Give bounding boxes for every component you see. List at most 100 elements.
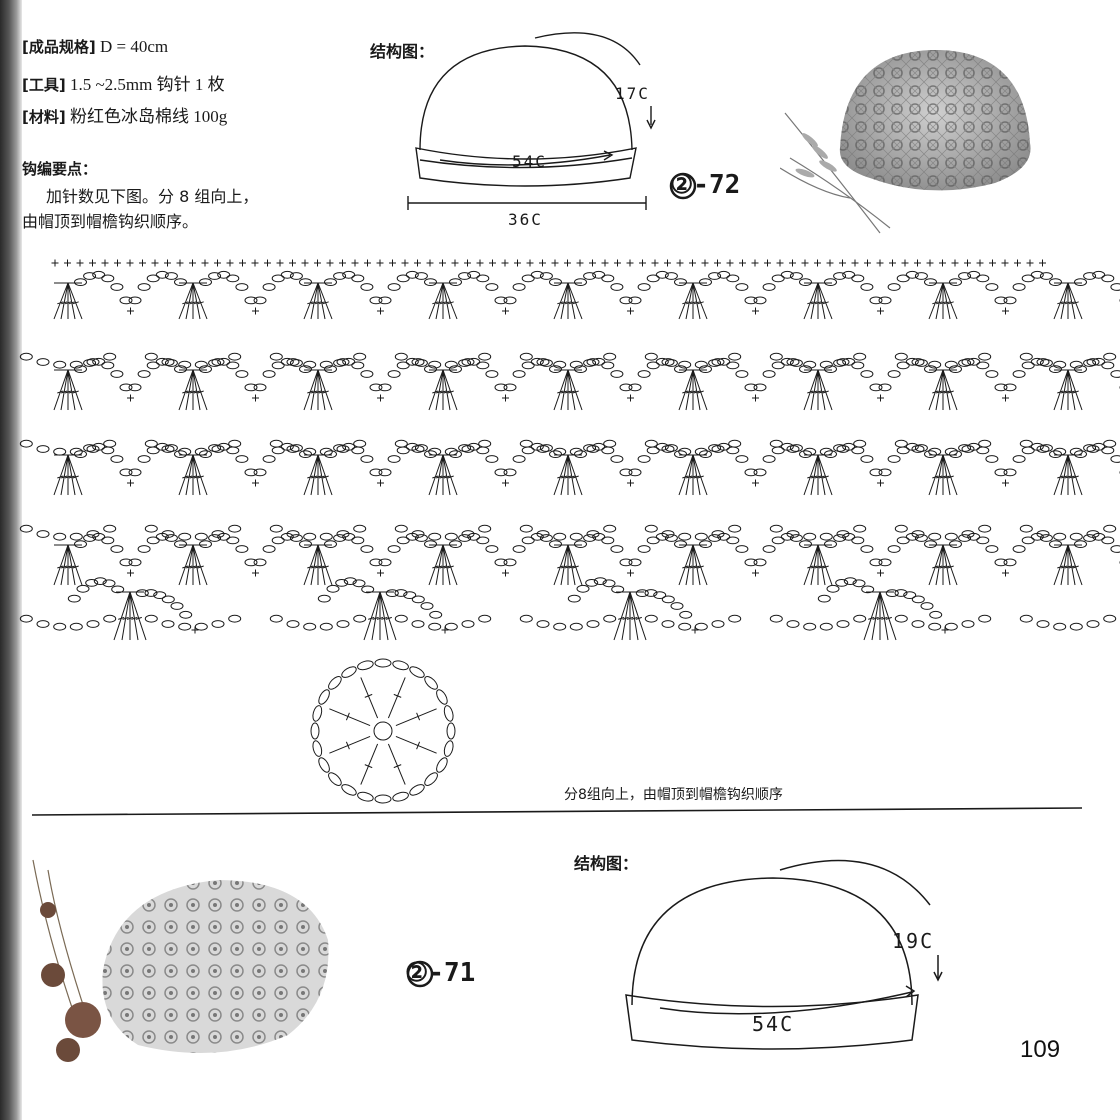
chain-stitch [119, 468, 133, 477]
chain-stitch [360, 283, 374, 291]
single-crochet-mark [51, 259, 59, 267]
treble-stitch [1060, 454, 1069, 496]
chain-stitch [878, 383, 892, 392]
chain-stitch [637, 283, 651, 291]
hat-structure-72 [407, 32, 656, 210]
chain-stitch [799, 450, 812, 459]
treble-stitch [1053, 282, 1069, 320]
chain-stitch [670, 602, 684, 610]
treble-crossbar [568, 565, 576, 569]
chain-stitch [833, 534, 847, 542]
treble-stitch [567, 544, 576, 586]
chain-stitch [860, 455, 874, 463]
treble-crossbar [682, 390, 689, 394]
single-crochet-mark [864, 259, 871, 267]
crown-chain-stitch [328, 676, 342, 690]
hat-dome-72 [419, 45, 633, 151]
chain-stitch [269, 524, 283, 533]
chain-stitch [717, 442, 731, 451]
chain-stitch [726, 361, 740, 370]
chain-stitch [335, 579, 349, 587]
treble-crossbar [868, 616, 875, 620]
chain-stitch [299, 450, 312, 459]
treble-stitch [428, 454, 444, 496]
chain-stitch [530, 357, 544, 366]
chain-stitch [539, 444, 553, 452]
chain-stitch [833, 444, 847, 452]
single-crochet-mark [839, 259, 846, 267]
treble-crossbar [322, 565, 329, 569]
chain-stitch [53, 622, 67, 631]
crown-chain-stitch [341, 666, 357, 678]
chain-stitch [319, 532, 333, 541]
treble-crossbar [193, 565, 201, 569]
chain-stitch [194, 532, 208, 541]
treble-stitch [303, 544, 319, 586]
chain-stitch [199, 540, 212, 548]
chain-stitch [369, 383, 383, 392]
treble-stitch [192, 544, 201, 586]
chain-stitch [228, 524, 242, 533]
chain-stitch [887, 283, 901, 291]
chain-stitch [101, 536, 115, 545]
treble-stitch [121, 591, 131, 641]
chain-stitch [253, 383, 267, 392]
chain-stitch [911, 358, 925, 366]
treble-stitch [685, 544, 694, 586]
treble-crossbar [697, 301, 704, 305]
treble-stitch [442, 282, 458, 320]
chain-stitch [929, 610, 943, 619]
treble-stitch [442, 369, 458, 411]
struct-label-71: 结构图： [574, 854, 639, 873]
chain-stitch [155, 270, 169, 279]
treble-crossbar [197, 390, 204, 394]
chain-stitch [842, 532, 856, 541]
chain-stitch [574, 278, 587, 287]
chain-stitch [333, 359, 347, 367]
chain-stitch [978, 439, 992, 448]
chain-stitch [769, 524, 783, 533]
chain-stitch [144, 524, 158, 533]
chain-stitch [610, 545, 624, 553]
chain-stitch [819, 360, 833, 369]
crown-chain-stitch [392, 791, 409, 802]
treble-crossbar [685, 301, 693, 305]
chain-stitch [914, 444, 928, 452]
treble-crossbar [435, 390, 443, 394]
single-crochet-mark [389, 259, 396, 267]
chain-stitch [411, 595, 425, 604]
treble-crossbar [314, 565, 322, 569]
single-crochet-mark [339, 259, 346, 267]
chain-stitch [674, 450, 687, 459]
single-crochet-mark [451, 259, 459, 267]
treble-stitch [560, 544, 569, 586]
treble-crossbar [810, 301, 818, 305]
chain-stitch [835, 579, 849, 587]
chain-stitch [567, 594, 581, 603]
crown-spoke [387, 743, 406, 785]
single-crochet-mark [401, 259, 409, 267]
treble-crossbar [947, 301, 954, 305]
chain-stitch [905, 357, 919, 366]
chain-stitch [235, 370, 249, 378]
chain-stitch [699, 278, 712, 287]
chain-stitch [836, 358, 850, 366]
chain-stitch [824, 540, 837, 548]
chain-stitch [708, 534, 722, 542]
chain-stitch [944, 622, 958, 631]
chain-stitch [405, 357, 419, 366]
single-crochet-mark [264, 259, 271, 267]
chain-stitch [424, 278, 437, 287]
chain-stitch [610, 370, 624, 378]
treble-crossbar [432, 475, 439, 479]
chain-stitch [976, 536, 990, 545]
chain-stitch [146, 361, 160, 370]
single-crochet-mark [176, 259, 184, 267]
chain-stitch [833, 272, 847, 280]
treble-stitch [1060, 544, 1069, 586]
chain-stitch [771, 274, 785, 283]
chain-stitch [967, 357, 981, 366]
chain-stitch [1049, 450, 1062, 459]
treble-crossbar [1064, 390, 1072, 394]
